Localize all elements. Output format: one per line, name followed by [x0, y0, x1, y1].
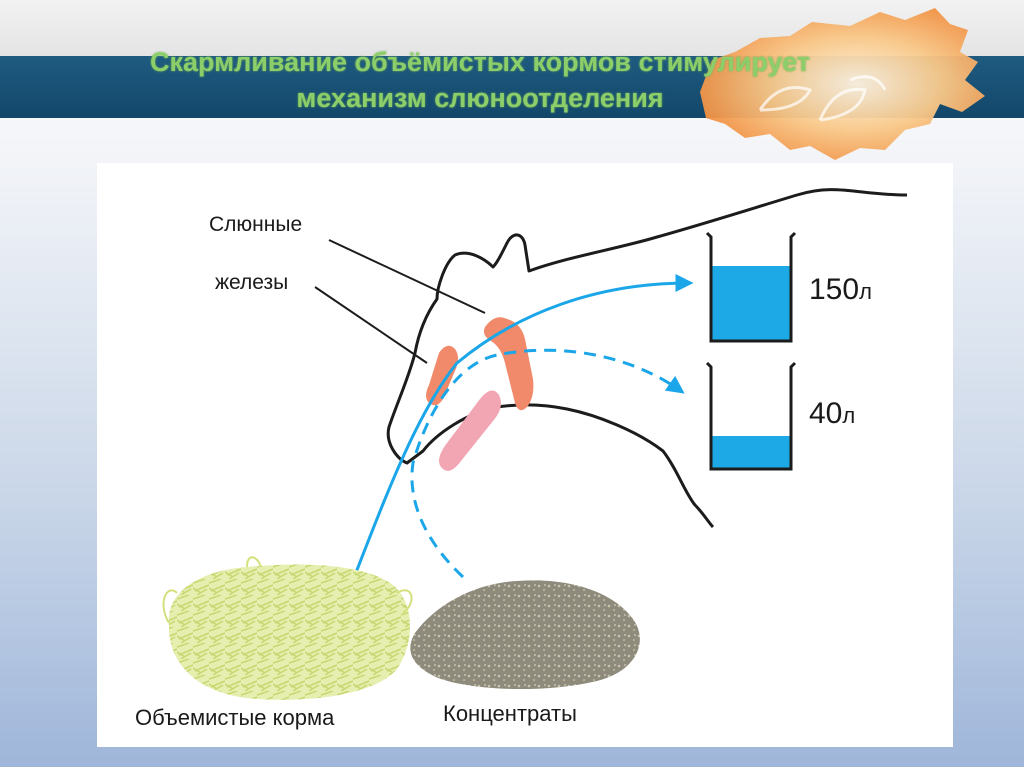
beaker-high-unit: л [859, 279, 872, 304]
beaker-high [705, 231, 797, 343]
concentrate-label: Концентраты [443, 701, 577, 726]
salivary-gland-lower [426, 345, 458, 406]
beaker-low [705, 361, 797, 471]
gland-pointer-line-2 [314, 286, 428, 364]
cow-head-outline [386, 188, 908, 529]
beaker-high-value: 150 [809, 273, 860, 306]
russia-map-decoration [700, 8, 985, 160]
salivary-gland-upper [483, 317, 534, 411]
salivation-diagram [162, 188, 908, 700]
beaker-low-label: 40л [809, 397, 855, 431]
beaker-low-water [711, 436, 791, 469]
roughage-pile [168, 564, 411, 700]
diagram-panel: Слюнные железы 150л 40л Объемистые корма… [97, 163, 953, 747]
gland-pointer-line-1 [328, 239, 486, 314]
tongue [439, 390, 501, 471]
hay-strands [162, 556, 413, 624]
concentrate-saliva-arrow [410, 348, 685, 579]
concentrate-pile [410, 580, 640, 690]
slide-title-line-2: механизм слюноотделения [296, 83, 664, 113]
beaker-high-label: 150л [809, 273, 872, 307]
beaker-high-water [711, 266, 791, 341]
slide-title: Скармливание объёмистых кормов стимулиру… [30, 44, 930, 116]
roughage-label: Объемистые корма [135, 705, 335, 730]
gland-label-line-2: железы [215, 271, 289, 294]
roughage-saliva-arrow [353, 274, 694, 576]
beaker-low-unit: л [842, 403, 856, 428]
beaker-low-value: 40 [809, 397, 843, 430]
gland-label-line-1: Слюнные [209, 213, 303, 236]
slide-title-line-1: Скармливание объёмистых кормов стимулиру… [149, 47, 810, 77]
